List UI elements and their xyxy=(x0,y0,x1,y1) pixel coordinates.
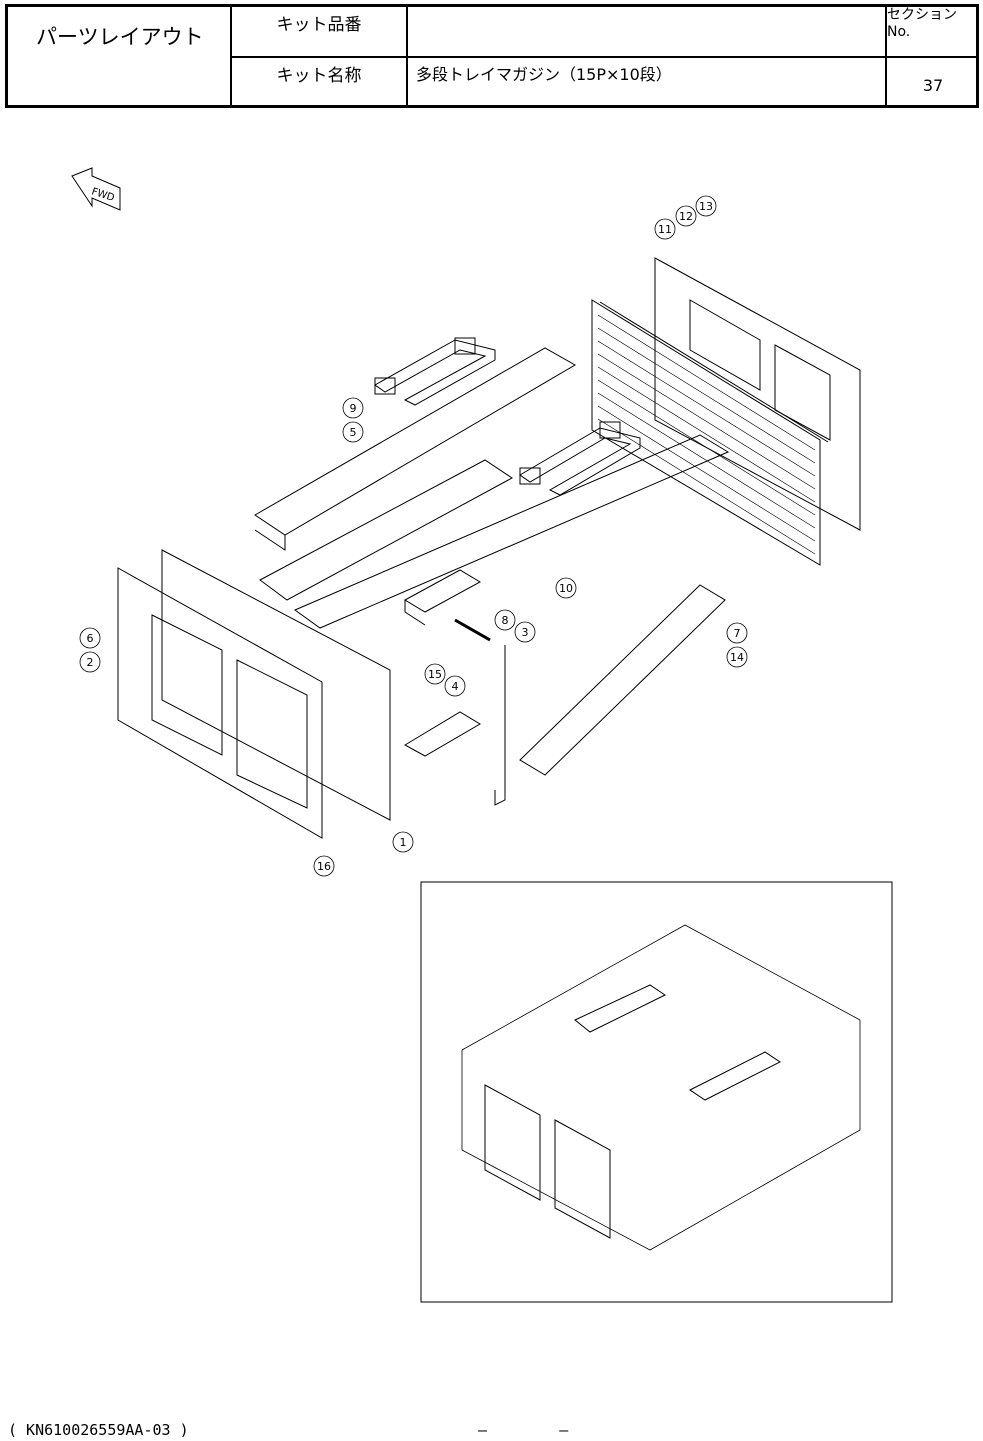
handle-lower xyxy=(520,422,640,495)
callout-12: 12 xyxy=(676,206,696,226)
svg-text:FWD: FWD xyxy=(90,186,116,204)
assembled-view-inset xyxy=(421,882,892,1302)
svg-text:5: 5 xyxy=(350,426,357,439)
kit-number-value xyxy=(408,7,885,56)
page-title: パーツレイアウト xyxy=(8,7,230,105)
document-code: ( KN610026559AA-03 ) xyxy=(8,1421,189,1439)
svg-text:10: 10 xyxy=(559,582,573,595)
callout-11: 11 xyxy=(655,219,675,239)
rear-tray-plate xyxy=(592,258,860,565)
svg-text:14: 14 xyxy=(730,651,744,664)
handle-upper xyxy=(375,338,495,405)
svg-text:9: 9 xyxy=(350,402,357,415)
callout-8: 8 xyxy=(495,610,515,630)
side-rails xyxy=(255,348,728,775)
callout-3: 3 xyxy=(515,622,535,642)
callout-7: 7 xyxy=(727,623,747,643)
svg-text:12: 12 xyxy=(679,210,693,223)
callout-13: 13 xyxy=(696,196,716,216)
exploded-parts-drawing: FWD xyxy=(0,120,983,1410)
section-number: 37 xyxy=(887,65,979,105)
svg-text:1: 1 xyxy=(400,836,407,849)
callout-15: 15 xyxy=(425,664,445,684)
callout-16: 16 xyxy=(314,856,334,876)
callout-2: 2 xyxy=(80,652,100,672)
svg-text:15: 15 xyxy=(428,668,442,681)
svg-text:3: 3 xyxy=(522,626,529,639)
section-label: セクションNo. xyxy=(887,7,979,37)
callout-5: 5 xyxy=(343,422,363,442)
svg-text:8: 8 xyxy=(502,614,509,627)
svg-text:6: 6 xyxy=(87,632,94,645)
svg-text:7: 7 xyxy=(734,627,741,640)
callout-1: 1 xyxy=(393,832,413,852)
page-marks: – – xyxy=(478,1421,568,1439)
kit-name-label: キット名称 xyxy=(232,58,406,88)
callout-4: 4 xyxy=(445,676,465,696)
svg-text:13: 13 xyxy=(699,200,713,213)
kit-number-label: キット品番 xyxy=(232,7,406,37)
kit-name-value: 多段トレイマガジン（15P×10段） xyxy=(408,58,885,88)
svg-text:11: 11 xyxy=(658,223,672,236)
callout-14: 14 xyxy=(727,647,747,667)
callout-6: 6 xyxy=(80,628,100,648)
svg-text:2: 2 xyxy=(87,656,94,669)
header-table: パーツレイアウト キット品番 セクションNo. キット名称 多段トレイマガジン（… xyxy=(5,4,979,108)
front-frame xyxy=(118,550,390,838)
callout-9: 9 xyxy=(343,398,363,418)
svg-text:16: 16 xyxy=(317,860,331,873)
callout-bubbles: 1 2 3 4 5 6 7 8 9 10 11 12 13 14 15 16 xyxy=(80,196,747,876)
fwd-arrow-icon: FWD xyxy=(72,168,120,210)
svg-text:4: 4 xyxy=(452,680,459,693)
callout-10: 10 xyxy=(556,578,576,598)
